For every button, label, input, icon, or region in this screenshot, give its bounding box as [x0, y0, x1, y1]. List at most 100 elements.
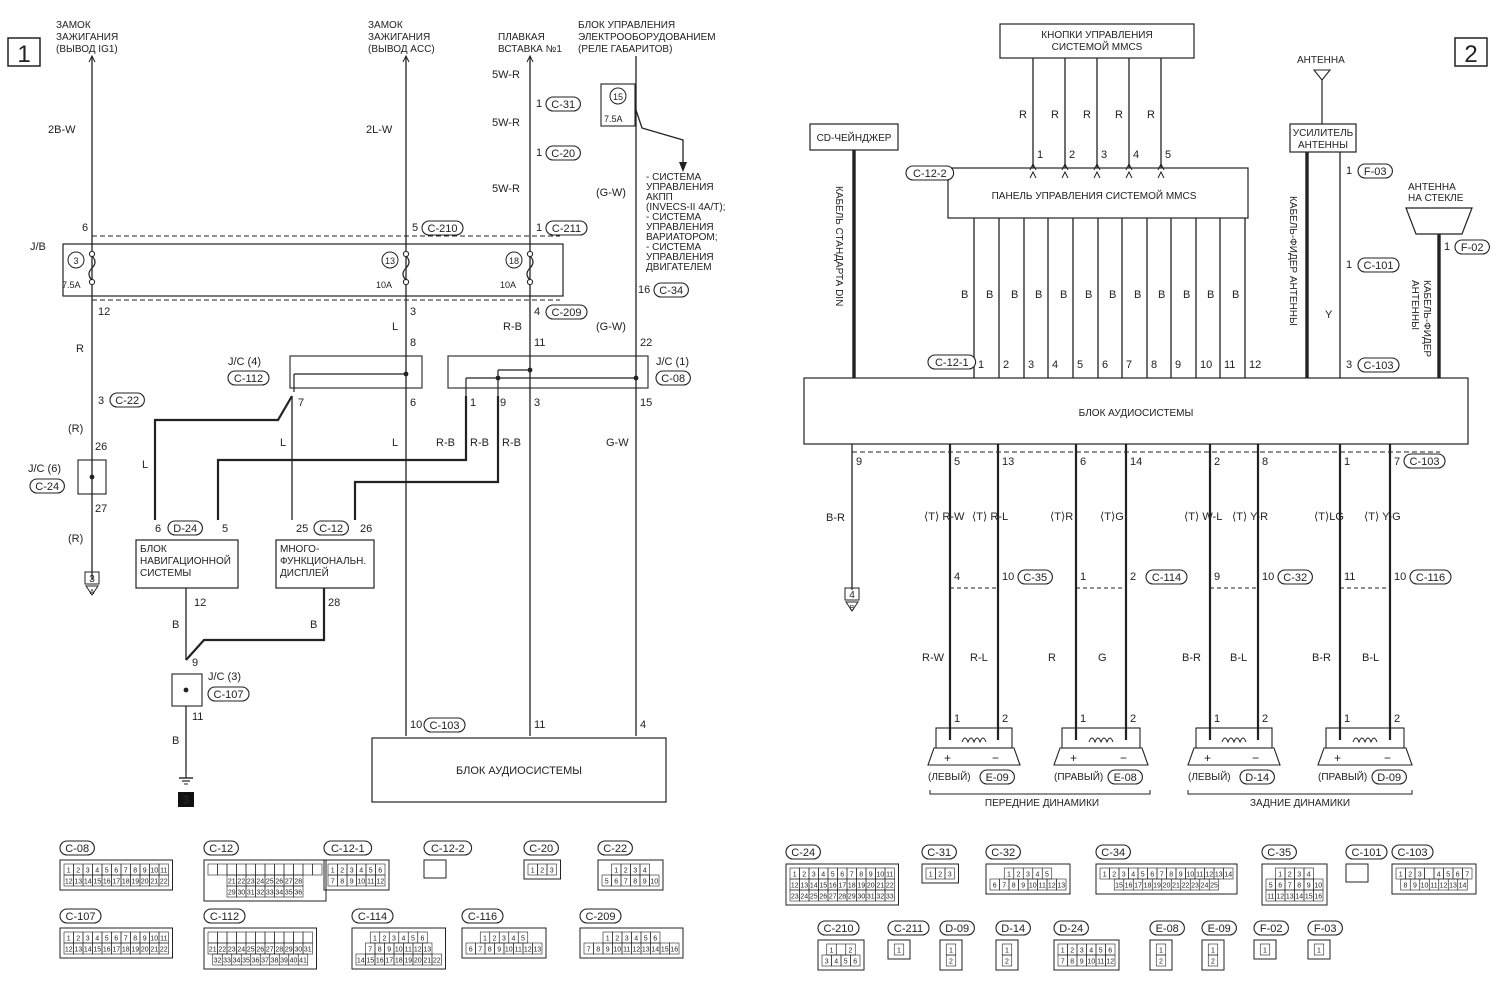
wire-color: R	[1147, 109, 1155, 121]
legend-pin-number: 15	[1305, 894, 1313, 901]
legend-connector-label: C-22	[603, 843, 627, 855]
legend-pin-number: 3	[86, 936, 90, 943]
legend-pin-number: 35	[285, 890, 293, 897]
legend-pin-number: 11	[160, 868, 167, 875]
connector-arrow-icon	[1093, 170, 1101, 179]
legend-pin-number: 9	[606, 947, 610, 954]
legend-pin-number: 17	[112, 879, 120, 886]
legend-pin-number: 24	[1201, 883, 1209, 890]
legend-pin-number: 32	[876, 894, 884, 901]
component-label: УСИЛИТЕЛЬ	[1293, 128, 1354, 139]
legend-pin-number: 29	[848, 894, 856, 901]
legend-pin-cell	[293, 885, 304, 898]
legend-pin-number: 18	[1144, 883, 1152, 890]
speaker-side: (ПРАВЫЙ)	[1054, 770, 1103, 783]
connector-label: F-02	[1461, 242, 1484, 254]
legend-pin-cell	[944, 867, 955, 880]
legend-pin-number: 17	[838, 883, 846, 890]
pin-number: 6	[155, 523, 161, 535]
pin-number: 5	[954, 456, 960, 468]
legend-pin-cell	[274, 863, 285, 876]
wire-color: R	[1019, 109, 1027, 121]
wire-color: B-R	[1182, 652, 1201, 664]
component-label: СИСТЕМЫ	[140, 568, 191, 579]
legend-pin-number: 22	[160, 947, 168, 954]
legend-pin-number: 14	[1459, 883, 1467, 890]
legend-pin-number: 16	[103, 879, 111, 886]
legend-pin-number: 7	[478, 947, 482, 954]
wire-color: ⟨T⟩ Y-R	[1232, 511, 1268, 523]
wire-color: B	[1207, 289, 1214, 301]
pin-number: 1	[1037, 149, 1043, 161]
legend-pin-number: 3	[1122, 872, 1126, 879]
legend-pin-cell	[207, 931, 218, 944]
connector-tag	[545, 220, 588, 236]
legend-pin-number: 1	[793, 872, 797, 879]
pin-number: 2	[1069, 149, 1075, 161]
legend-pin-number: 19	[857, 883, 865, 890]
legend-pin-number: 3	[948, 872, 952, 879]
legend-connector-label: C-116	[468, 911, 497, 923]
legend-pin-number: 18	[395, 958, 403, 965]
legend-pin-number: 1	[373, 936, 377, 943]
wire-color: R	[76, 343, 84, 355]
legend-pin-number: 2	[540, 868, 544, 875]
pin-number: 4	[640, 719, 646, 731]
fuse-number-circle	[381, 251, 399, 269]
connector-tag	[579, 908, 622, 924]
legend-pin-number: 22	[886, 883, 894, 890]
connector-label: C-103	[1410, 456, 1440, 468]
legend-connector-label: C-34	[1101, 847, 1125, 859]
wire-color: B-L	[1230, 652, 1247, 664]
legend-pin-number: 13	[533, 947, 541, 954]
fuse-box	[600, 83, 636, 127]
legend-connector-shape	[1391, 863, 1477, 895]
component-label: БЛОК АУДИОСИСТЕМЫ	[456, 765, 582, 777]
glass-antenna-icon	[1405, 207, 1473, 235]
legend-pin-number: 10	[150, 936, 158, 943]
connector-label: C-31	[551, 99, 575, 111]
legend-pin-number: 16	[103, 947, 111, 954]
legend-pin-number: 3	[350, 868, 354, 875]
legend-pin-number: 17	[112, 947, 120, 954]
legend-connector-label: F-02	[1260, 923, 1283, 935]
legend-pin-number: 15	[93, 947, 101, 954]
pin-number: 9	[500, 397, 506, 409]
legend-pin-number: 22	[218, 947, 226, 954]
wire-color: B	[172, 735, 179, 747]
source-label: ЭЛЕКТРООБОРУДОВАНИЕМ	[578, 32, 716, 43]
wire-color: R	[1051, 109, 1059, 121]
pin-number: 9	[1175, 359, 1181, 371]
connector-tag	[461, 908, 504, 924]
wire-color: (G-W)	[596, 321, 626, 333]
branch-note: УПРАВЛЕНИЯ	[646, 222, 714, 233]
legend-pin-number: 41	[299, 958, 307, 965]
legend-pin-number: 4	[95, 868, 99, 875]
panel-number: 2	[1464, 41, 1477, 68]
connector-tag	[1357, 257, 1400, 273]
legend-pin-cell	[264, 931, 275, 944]
pin-number: 3	[534, 397, 540, 409]
branch-note: (INVECS-II 4A/T);	[646, 202, 725, 213]
legend-pin-number: 2	[938, 872, 942, 879]
legend-pin-number: 8	[340, 879, 344, 886]
pin-number: 7	[1394, 456, 1400, 468]
pin-number: 1	[536, 147, 542, 159]
connector-label: C-107	[214, 689, 244, 701]
legend-pin-number: 1	[1399, 872, 1403, 879]
pin-number: 3	[1346, 359, 1352, 371]
legend-connector-shape	[461, 927, 547, 959]
branch-note: - СИСТЕМА	[646, 242, 702, 253]
legend-connector-label: C-20	[529, 843, 553, 855]
legend-pin-cell	[375, 874, 386, 887]
connector-tag	[1277, 569, 1313, 585]
legend-pin-number: 2	[615, 936, 619, 943]
wire-color: B-R	[1312, 652, 1331, 664]
legend-pin-number: 5	[105, 936, 109, 943]
pin-number: 3	[98, 395, 104, 407]
legend-pin-number: 19	[131, 879, 139, 886]
terminal-icon	[526, 250, 534, 258]
legend-pin-number: 9	[143, 936, 147, 943]
branch-note: УПРАВЛЕНИЯ	[646, 182, 714, 193]
legend-pin-number: 20	[414, 958, 422, 965]
